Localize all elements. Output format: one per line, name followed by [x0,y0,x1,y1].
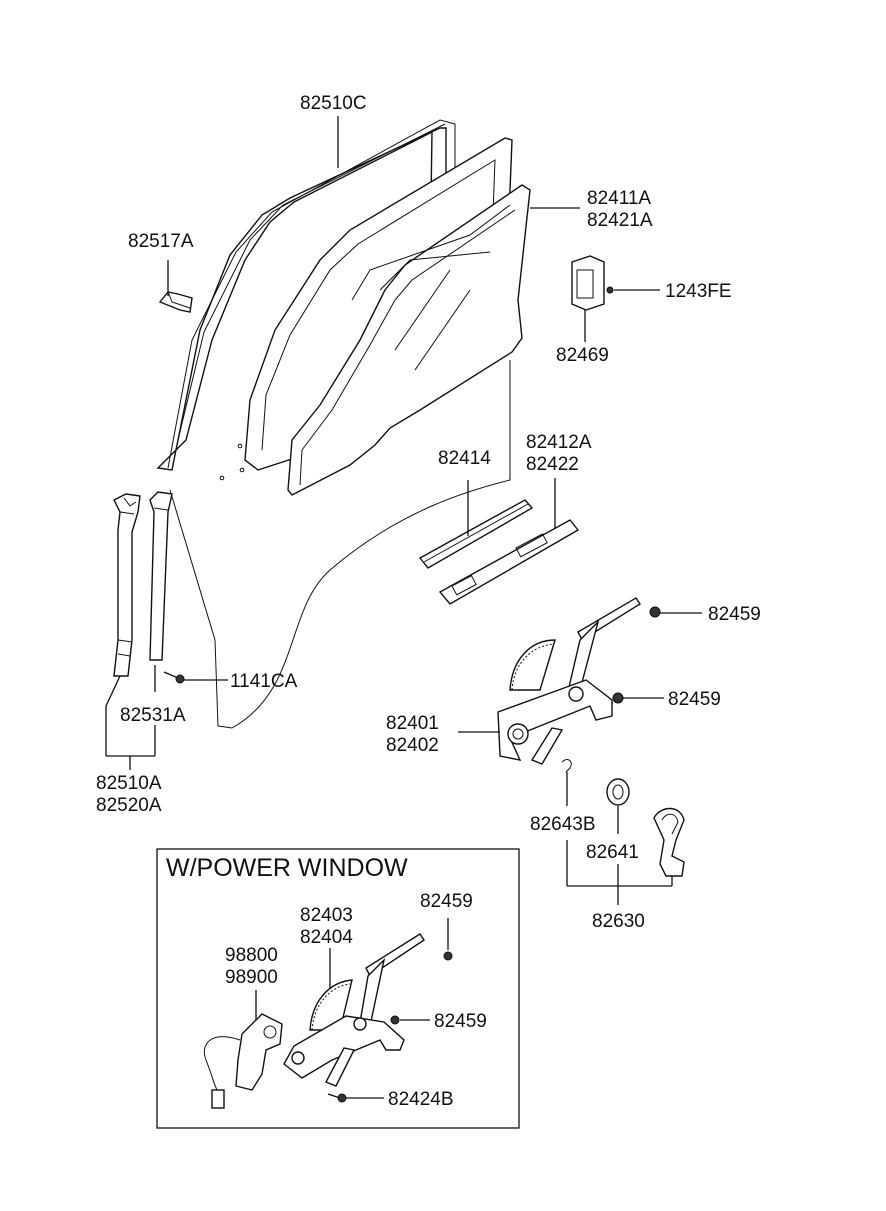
label-82517a: 82517A [128,231,194,252]
seal-82517a [158,260,193,313]
label-1141ca: 1141CA [230,671,298,692]
label-82401: 82401 [386,713,439,734]
power-regulator-82403 [283,933,425,1087]
label-1243fe: 1243FE [665,281,732,302]
label-82402: 82402 [386,735,439,756]
sash-channel-82412a [438,478,580,605]
label-82421a: 82421A [587,210,653,231]
label-82641: 82641 [586,842,639,863]
bolt-82459-top [443,918,453,961]
regulator-82401 [458,597,702,765]
label-98800: 98800 [225,945,278,966]
label-82520a: 82520A [96,795,162,816]
label-82403: 82403 [300,905,353,926]
bolt-82459-mid [390,1015,430,1025]
bolt-1141ca [163,671,228,684]
label-82531a: 82531A [120,705,186,726]
clip-82643b [561,759,572,806]
label-82414: 82414 [438,448,491,469]
handle-82630 [653,807,685,886]
label-82422: 82422 [526,454,579,475]
label-82469: 82469 [556,345,609,366]
bracket-82469 [571,255,660,342]
power-window-box: W/POWER WINDOW [156,848,520,1129]
label-82411a: 82411A [587,188,651,209]
label-82424b: 82424B [388,1089,454,1110]
door-glass-82411a [287,184,531,496]
label-98900: 98900 [225,967,278,988]
bolt-82424b [327,1093,384,1103]
power-window-title: W/POWER WINDOW [166,854,408,882]
label-82510a: 82510A [96,773,162,794]
label-82510c: 82510C [300,93,367,114]
power-window-motor-98800 [203,990,283,1109]
label-82459-upper: 82459 [708,604,761,625]
label-82412a: 82412A [526,432,592,453]
sash-channel-82414 [418,480,534,569]
channel-82520a [149,491,173,661]
label-82459-lower: 82459 [668,689,721,710]
label-82459-box-top: 82459 [420,891,473,912]
label-82630: 82630 [592,911,645,932]
label-82404: 82404 [300,927,353,948]
power-window-frame [156,848,520,1129]
label-82643b: 82643B [530,814,596,835]
label-82459-box-mid: 82459 [434,1011,487,1032]
washer-82641 [606,778,630,834]
channel-82510a [113,493,141,677]
